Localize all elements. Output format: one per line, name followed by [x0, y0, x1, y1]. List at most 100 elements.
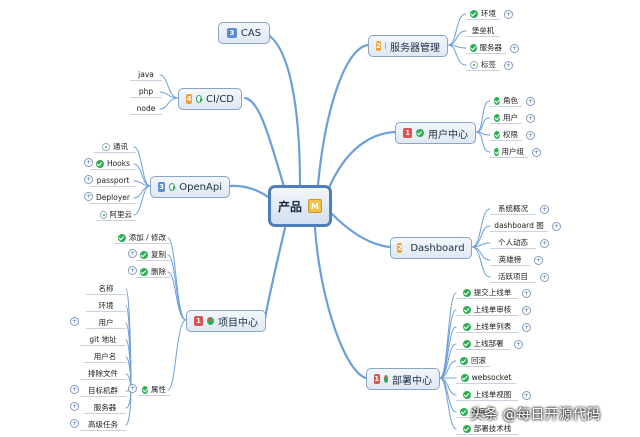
attr-username[interactable]: 用户名	[84, 350, 126, 363]
subtopic-dashboard-chart[interactable]: dashboard 图	[490, 219, 548, 232]
subtopic-label: 上线单视图	[473, 390, 512, 399]
topic-user-center[interactable]: 1 用户中心	[395, 122, 476, 144]
subtopic-release-deploy[interactable]: 上线部署	[456, 337, 510, 350]
expand-plus-icon[interactable]: +	[128, 384, 137, 393]
subtopic-label: 复制	[151, 250, 166, 259]
subtopic-attributes[interactable]: 属性	[138, 383, 170, 396]
subtopic-permission[interactable]: 权限	[490, 128, 522, 141]
expand-plus-icon[interactable]: +	[522, 306, 531, 315]
subtopic-canary[interactable]: 灰度	[456, 405, 490, 418]
subtopic-php[interactable]: php	[130, 85, 162, 98]
topic-cas[interactable]: 3 CAS	[218, 22, 270, 44]
subtopic-label: 权限	[503, 130, 518, 139]
expand-plus-icon[interactable]: +	[534, 256, 543, 265]
subtopic-copy[interactable]: 复制	[136, 248, 170, 261]
expand-plus-icon[interactable]: +	[128, 249, 137, 258]
expand-plus-icon[interactable]: +	[540, 273, 549, 282]
subtopic-role[interactable]: 角色	[490, 94, 522, 107]
attr-advanced-task[interactable]: 高级任务	[80, 418, 126, 431]
subtopic-label: 上线单列表	[473, 322, 512, 331]
subtopic-tags[interactable]: 标签	[466, 58, 500, 71]
attr-name[interactable]: 名称	[86, 282, 126, 295]
central-topic[interactable]: 产品 M	[268, 185, 332, 227]
topic-dashboard-label: Dashboard	[410, 242, 465, 254]
expand-plus-icon[interactable]: +	[84, 175, 93, 184]
expand-plus-icon[interactable]: +	[70, 385, 79, 394]
subtopic-label: node	[136, 104, 156, 113]
priority-badge: 1	[374, 374, 380, 384]
subtopic-hooks[interactable]: Hooks	[90, 157, 136, 170]
expand-plus-icon[interactable]: +	[552, 222, 561, 231]
subtopic-active-projects[interactable]: 活跃项目	[490, 270, 536, 283]
expand-plus-icon[interactable]: +	[526, 131, 535, 140]
expand-plus-icon[interactable]: +	[128, 266, 137, 275]
subtopic-release-view[interactable]: 上线单视图	[456, 388, 518, 401]
check-icon	[95, 159, 104, 168]
attr-label: 排除文件	[88, 369, 118, 378]
subtopic-rollback[interactable]: 回滚	[456, 354, 490, 367]
expand-plus-icon[interactable]: +	[522, 289, 531, 298]
attr-target-cluster[interactable]: 目标机群	[80, 384, 126, 397]
subtopic-label: 通讯	[113, 142, 128, 151]
subtopic-users[interactable]: 用户	[490, 111, 522, 124]
subtopic-tongxun[interactable]: 通讯	[94, 140, 136, 153]
attr-label: git 地址	[89, 335, 117, 344]
subtopic-servers[interactable]: 服务器	[466, 41, 506, 54]
subtopic-add-edit[interactable]: 添加 / 修改	[114, 231, 170, 244]
expand-plus-icon[interactable]: +	[510, 44, 519, 53]
expand-plus-icon[interactable]: +	[504, 61, 513, 70]
attr-git[interactable]: git 地址	[80, 333, 126, 346]
expand-plus-icon[interactable]: +	[70, 317, 79, 326]
check-icon	[494, 147, 499, 156]
attr-server[interactable]: 服务器	[84, 401, 126, 414]
subtopic-java[interactable]: java	[130, 68, 162, 81]
task-icon	[102, 142, 110, 151]
expand-plus-icon[interactable]: +	[526, 97, 535, 106]
subtopic-personal-activity[interactable]: 个人动态	[490, 236, 536, 249]
expand-plus-icon[interactable]: +	[70, 402, 79, 411]
subtopic-aliyun[interactable]: 阿里云	[96, 208, 136, 221]
subtopic-delete[interactable]: 删除	[136, 265, 170, 278]
subtopic-system-overview[interactable]: 系统概况	[490, 202, 536, 215]
subtopic-bastion[interactable]: 堡垒机	[466, 24, 500, 37]
subtopic-release-list[interactable]: 上线单列表	[456, 320, 518, 333]
subtopic-label: dashboard 图	[494, 221, 544, 230]
subtopic-deployer[interactable]: Deployer	[90, 191, 136, 204]
topic-cicd-label: CI/CD	[206, 93, 234, 105]
expand-plus-icon[interactable]: +	[84, 192, 93, 201]
subtopic-submit-release[interactable]: 提交上线单	[456, 286, 518, 299]
subtopic-user-group[interactable]: 用户组	[490, 145, 528, 158]
subtopic-label: php	[138, 87, 154, 96]
subtopic-websocket[interactable]: websocket	[456, 371, 516, 384]
expand-plus-icon[interactable]: +	[526, 114, 535, 123]
check-icon	[494, 130, 500, 139]
topic-deploy-center[interactable]: 1 部署中心	[366, 368, 440, 390]
topic-deploy-label: 部署中心	[392, 375, 432, 387]
expand-plus-icon[interactable]: +	[70, 419, 79, 428]
expand-plus-icon[interactable]: +	[540, 239, 549, 248]
topic-openapi[interactable]: 3 OpenApi	[150, 176, 230, 198]
topic-dashboard[interactable]: 2 Dashboard	[390, 237, 472, 259]
attr-exclude[interactable]: 排除文件	[80, 367, 126, 380]
subtopic-leaderboard[interactable]: 英雄榜	[490, 253, 530, 266]
central-topic-label: 产品	[277, 199, 302, 214]
subtopic-tech-stack[interactable]: 部署技术栈	[456, 422, 518, 435]
attr-env[interactable]: 环境	[86, 299, 126, 312]
expand-plus-icon[interactable]: +	[504, 10, 513, 19]
subtopic-node[interactable]: node	[130, 102, 162, 115]
expand-plus-icon[interactable]: +	[532, 148, 541, 157]
expand-plus-icon[interactable]: +	[522, 391, 531, 400]
expand-plus-icon[interactable]: +	[84, 158, 93, 167]
topic-server-management[interactable]: 2 服务器管理	[368, 35, 448, 57]
subtopic-label: 提交上线单	[473, 288, 512, 297]
subtopic-release-review[interactable]: 上线单审核	[456, 303, 518, 316]
attr-user[interactable]: 用户	[86, 316, 126, 329]
expand-plus-icon[interactable]: +	[540, 205, 549, 214]
topic-project-center[interactable]: 1 项目中心	[186, 310, 266, 332]
expand-plus-icon[interactable]: +	[514, 340, 523, 349]
topic-cicd[interactable]: 4 CI/CD	[178, 88, 242, 110]
subtopic-passport[interactable]: passport	[90, 174, 136, 187]
subtopic-env[interactable]: 环境	[466, 7, 500, 20]
expand-plus-icon[interactable]: +	[522, 323, 531, 332]
task-icon	[100, 210, 107, 219]
